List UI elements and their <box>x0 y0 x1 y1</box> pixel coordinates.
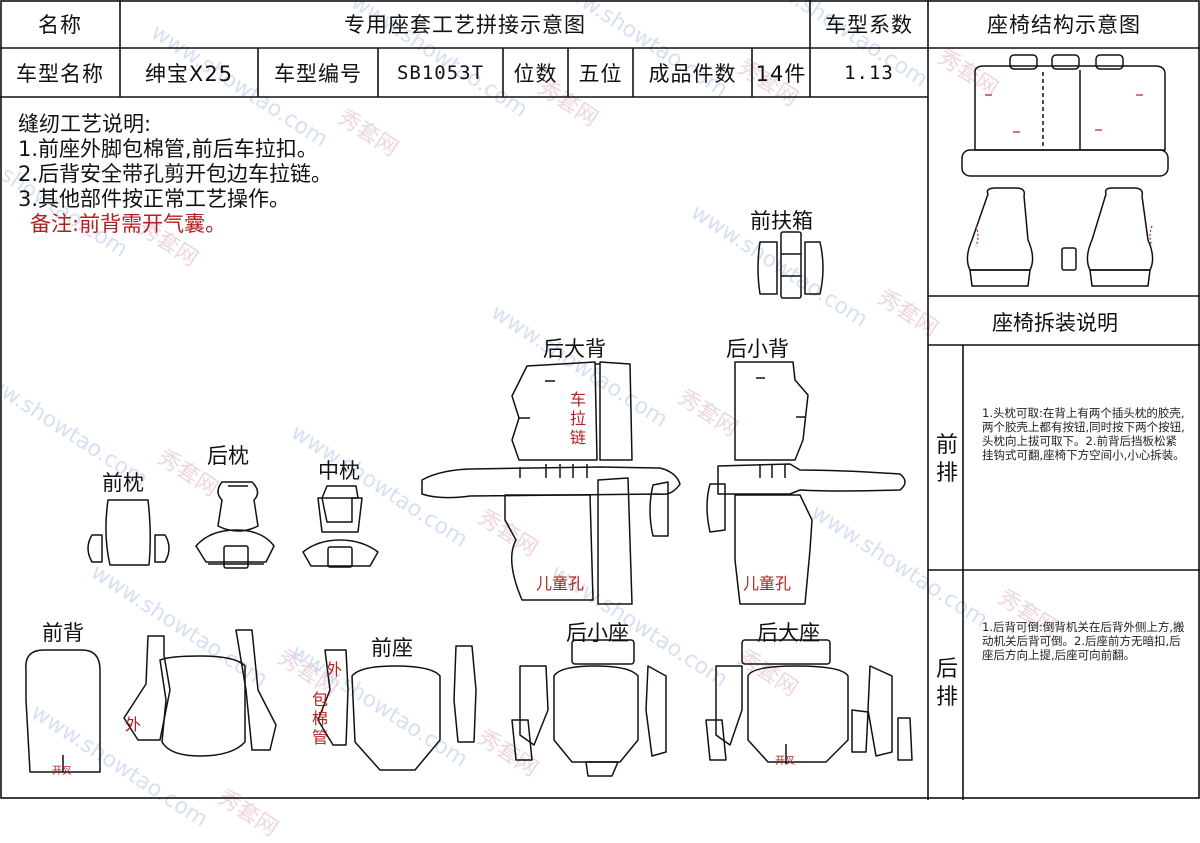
label-rear-big-back: 后大背 <box>543 337 606 361</box>
rear-small-seat-pieces <box>511 639 667 777</box>
model-name-value: 绅宝X25 <box>144 61 234 86</box>
coef-value: 1.13 <box>844 61 894 84</box>
rear-big-back-pieces <box>421 361 681 605</box>
coef-label: 车型系数 <box>825 13 913 37</box>
note-item: 3.其他部件按正常工艺操作。 <box>18 187 291 211</box>
label-front-armrest: 前扶箱 <box>750 209 813 233</box>
page-title: 专用座套工艺拼接示意图 <box>344 13 586 37</box>
pattern-drawing <box>25 54 1169 777</box>
front-pillow-pieces <box>87 499 170 566</box>
notes-heading: 缝纫工艺说明: <box>18 112 152 136</box>
label-front-pillow: 前枕 <box>102 471 144 495</box>
child-hole-mark: 儿童孔 <box>743 574 792 593</box>
rear-big-seat-pieces <box>705 639 913 764</box>
model-code-label: 车型编号 <box>274 61 362 86</box>
label-rear-big-seat: 后大座 <box>757 621 820 645</box>
child-hole-mark: 儿童孔 <box>536 574 585 593</box>
outer-mark: 外 <box>326 660 343 679</box>
model-name-label: 车型名称 <box>16 61 104 86</box>
middle-pillow-pieces <box>302 485 379 568</box>
disassembly-title: 座椅拆装说明 <box>992 311 1118 335</box>
seat-structure-thumbnail <box>961 54 1169 287</box>
table-grid <box>0 0 1200 800</box>
pieces-label: 成品件数 <box>648 61 737 86</box>
note-item: 1.前座外脚包棉管,前后车拉扣。 <box>18 137 318 161</box>
notes-remark: 备注:前背需开气囊。 <box>30 212 227 236</box>
rear-pillow-pieces <box>195 481 275 569</box>
pieces-value: 14件 <box>755 61 807 86</box>
label-rear-small-back: 后小背 <box>726 337 789 361</box>
front-seat-pieces <box>317 645 477 771</box>
front-row-label: 前排 <box>935 433 958 486</box>
structure-title: 座椅结构示意图 <box>987 13 1141 37</box>
front-back-pieces <box>25 629 277 773</box>
label-front-seat: 前座 <box>371 636 413 660</box>
sewing-notes: 缝纫工艺说明: 1.前座外脚包棉管,前后车拉扣。 2.后背安全带孔剪开包边车拉链… <box>18 112 332 237</box>
cotton-tube-mark: 包棉管 <box>311 690 328 747</box>
outer-mark: 外 <box>125 715 142 734</box>
slit-mark: 开叉 <box>775 756 795 767</box>
zipper-mark: 车拉链 <box>569 390 586 447</box>
rear-row-label: 后排 <box>935 657 958 710</box>
label-middle-pillow: 中枕 <box>318 459 360 483</box>
label-rear-pillow: 后枕 <box>207 444 249 468</box>
label-rear-small-seat: 后小座 <box>566 621 629 645</box>
rear-small-back-pieces <box>706 361 906 605</box>
note-item: 2.后背安全带孔剪开包边车拉链。 <box>18 162 333 186</box>
slit-mark: 开叉 <box>52 766 72 777</box>
name-label: 名称 <box>38 13 82 37</box>
rear-row-instructions: 1.后背可倒:倒背机关在后背外侧上方,搬动机关后背可倒。2.后座前方无暗扣,后座… <box>982 620 1185 662</box>
model-code-value: SB1053T <box>396 61 485 84</box>
front-armrest-pieces <box>757 231 824 299</box>
seats-label: 位数 <box>513 61 558 86</box>
seats-value: 五位 <box>578 61 623 86</box>
front-row-instructions: 1.头枕可取:在背上有两个插头枕的胶壳,两个胶壳上都有按钮,同时按下两个按钮,头… <box>982 406 1185 462</box>
label-front-back: 前背 <box>42 621 84 645</box>
